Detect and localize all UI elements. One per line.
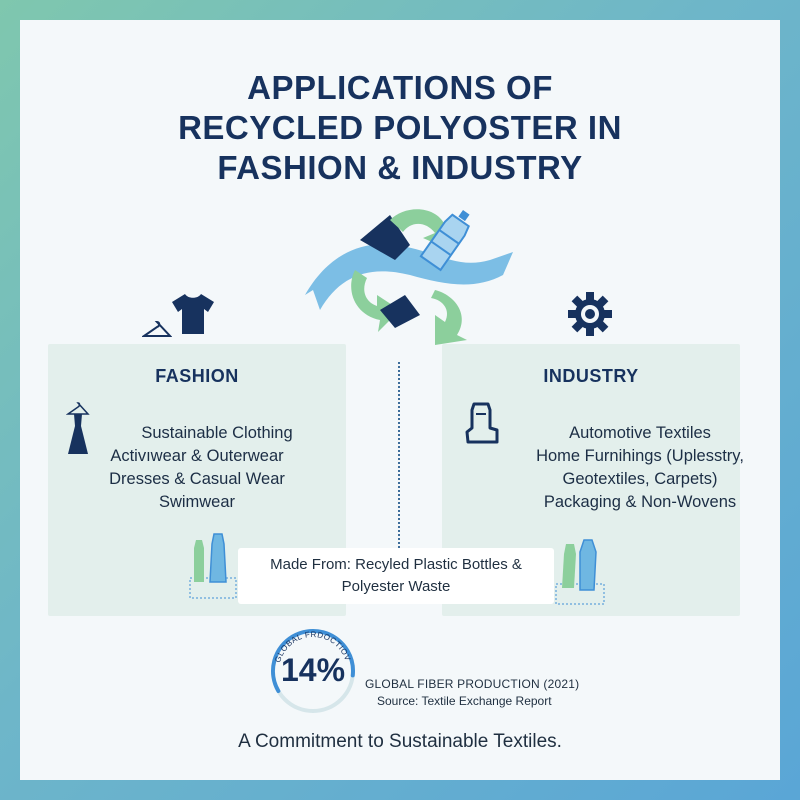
list-item: Packaging & Non-Wovens xyxy=(543,493,737,511)
industry-heading: INDUSTRY xyxy=(543,366,639,386)
gear-icon xyxy=(568,292,612,336)
page-title: APPLICATIONS OF RECYCLED POLYOSTER IN FA… xyxy=(20,68,780,188)
source-banner: Made From: Recyled Plastic Bottles & Pol… xyxy=(238,548,554,604)
infographic-card: APPLICATIONS OF RECYCLED POLYOSTER IN FA… xyxy=(20,20,780,780)
list-item: Activıwear & Outerwear xyxy=(110,447,284,465)
stat-source: Source: Textile Exchange Report xyxy=(377,694,552,708)
list-item: Automotive Textiles xyxy=(569,424,711,442)
list-item: Swimwear xyxy=(158,493,236,511)
recycle-icon xyxy=(305,209,513,345)
banner-line-2: Polyester Waste xyxy=(341,578,451,595)
industry-list: Automotive Textiles Home Furnihings (Upl… xyxy=(520,422,760,514)
stat-text: GLOBAL FIBER PRODUCTION (2021) Source: T… xyxy=(365,677,579,708)
panel-divider xyxy=(398,362,400,552)
stat-value: 14% xyxy=(280,652,346,688)
dress-icon xyxy=(66,402,90,454)
list-item: Home Furnihings (Uplesstry, xyxy=(536,447,744,465)
stat-label: GLOBAL FIBER PRODUCTION (2021) xyxy=(365,677,580,691)
progress-ring: GLOBAL FRDOCTIOV xyxy=(271,629,355,713)
bottle-icon xyxy=(189,533,237,599)
banner-line-1: Made From: Recyled Plastic Bottles & xyxy=(270,556,522,573)
fashion-list: Sustainable Clothing Activıwear & Outerw… xyxy=(48,422,346,514)
title-line-1: APPLICATIONS OF xyxy=(247,69,553,106)
list-item: Geotextiles, Carpets) xyxy=(562,470,718,488)
car-seat-icon xyxy=(465,402,499,444)
hanger-icon xyxy=(142,320,172,337)
fashion-heading: FASHION xyxy=(155,366,239,386)
list-item: Sustainable Clothing xyxy=(141,424,293,442)
bottle-icon xyxy=(419,210,470,272)
list-item: Dresses & Casual Wear xyxy=(109,470,285,488)
title-line-3: FASHION & INDUSTRY xyxy=(217,149,583,186)
title-line-2: RECYCLED POLYOSTER IN xyxy=(178,109,622,146)
bottle-icon xyxy=(555,539,605,605)
tshirt-icon xyxy=(172,294,214,334)
footer-tagline: A Commitment to Sustainable Textiles. xyxy=(238,731,562,752)
